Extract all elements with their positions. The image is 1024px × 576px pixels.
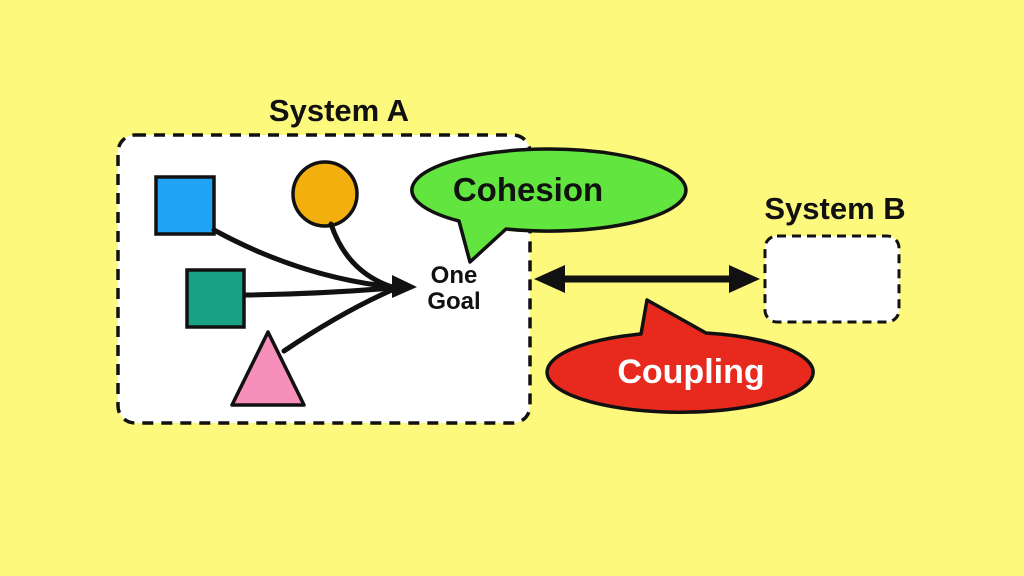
arrow-from-orange-circle xyxy=(328,221,395,290)
system-b-title: System B xyxy=(764,191,905,226)
cohesion-bubble xyxy=(410,147,688,264)
system-a-title: System A xyxy=(269,93,409,128)
one-goal-label: One Goal xyxy=(427,262,480,315)
double-headed-arrow-icon xyxy=(534,265,760,293)
cohesion-label-text: Cohesion xyxy=(453,171,603,208)
pink-triangle-icon xyxy=(230,330,306,407)
converging-arrowhead-icon xyxy=(392,275,417,298)
teal-square-icon xyxy=(185,268,246,329)
arrow-from-teal-square xyxy=(243,285,395,298)
coupling-bubble xyxy=(545,298,815,414)
blue-square-icon xyxy=(154,175,216,236)
arrowhead-left xyxy=(534,265,565,293)
arrow-from-blue-square xyxy=(211,227,395,290)
system-b-box xyxy=(763,234,901,324)
arrowhead-right xyxy=(729,265,760,293)
arrow-from-pink-triangle xyxy=(281,287,395,354)
orange-circle-icon xyxy=(291,160,359,228)
converging-arrows xyxy=(211,221,395,354)
coupling-label: Coupling xyxy=(617,353,764,391)
goal-line-2: Goal xyxy=(427,288,480,315)
goal-line-1: One xyxy=(431,262,478,289)
